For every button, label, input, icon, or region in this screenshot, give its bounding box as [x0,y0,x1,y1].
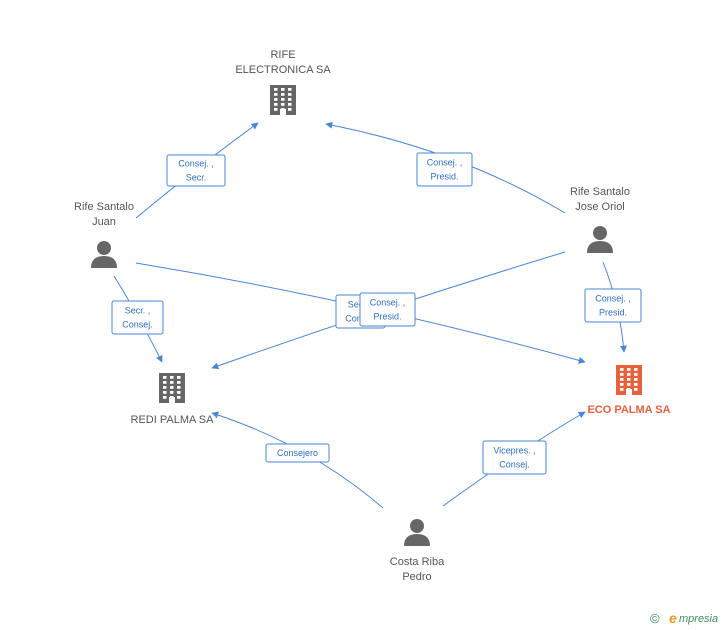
edge-label-text: Consej. [122,320,153,330]
building-icon [159,373,185,403]
node-label: RIFE [270,49,295,61]
node-label: ECO PALMA SA [587,404,670,416]
person-icon [404,519,430,546]
brand-name: mpresia [679,613,718,625]
edge-label-text: Consej. , [178,159,214,169]
edge-label-jose-to-eco[interactable]: Consej. , Presid. [584,288,642,323]
node-label: ELECTRONICA SA [235,64,331,76]
person-icon [91,241,117,268]
edge-label-box [482,440,547,475]
building-icon [616,365,642,395]
edge-label-text: Consej. , [595,294,631,304]
edge-label-box [166,154,226,187]
node-rife-electronica[interactable]: RIFE ELECTRONICA SA [235,49,331,115]
edge-label-box [359,292,416,327]
edge-label-text: Consej. , [370,298,406,308]
edge-labels-layer: Consej. , Secr. Consej. , Presid. Secr. , Con… [111,152,642,475]
edge-label-box [416,152,473,187]
edge-label-jose-to-redi[interactable]: Consej. , Presid. [359,292,416,327]
edge-label-box [265,443,330,463]
edge-label-text: Secr. [186,173,207,183]
edge-label-box [584,288,642,323]
node-redi-palma[interactable]: REDI PALMA SA [131,373,215,426]
edge-label-box [111,300,164,335]
copyright-symbol: © [650,611,660,626]
person-icon [587,226,613,253]
node-label: Costa Riba [390,556,445,568]
edge-label-text: Secr. , [125,306,151,316]
edge-label-pedro-to-eco[interactable]: Vicepres. , Consej. [482,440,547,475]
building-icon [270,85,296,115]
edge-label-text: Vicepres. , [493,446,535,456]
node-label: Rife Santalo [74,201,134,213]
edge-label-juan-to-redi[interactable]: Secr. , Consej. [111,300,164,335]
edge-label-text: Consej. , [427,158,463,168]
empresia-logo[interactable]: © e mpresia [650,610,718,626]
edge-label-text: Consejero [277,448,318,458]
node-label: Juan [92,216,116,228]
node-label: Pedro [402,571,431,583]
node-eco-palma[interactable]: ECO PALMA SA [587,365,671,416]
edge-label-pedro-to-redi[interactable]: Consejero [265,443,330,463]
edge-label-juan-to-rife[interactable]: Consej. , Secr. [166,154,226,187]
edge-label-text: Presid. [430,172,458,182]
node-label: Jose Oriol [575,201,625,213]
node-label: REDI PALMA SA [131,414,215,426]
brand-initial: e [669,610,677,626]
edge-label-jose-to-rife[interactable]: Consej. , Presid. [416,152,473,187]
edge-label-text: Consej. [499,460,530,470]
node-label: Rife Santalo [570,186,630,198]
edge-label-text: Presid. [599,308,627,318]
edge-label-text: Presid. [373,312,401,322]
